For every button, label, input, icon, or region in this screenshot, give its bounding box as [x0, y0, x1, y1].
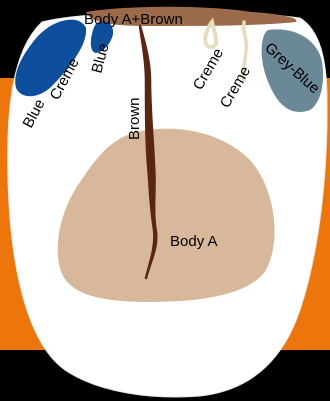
- label-brown: Brown: [126, 97, 143, 140]
- label-body-a-brown: Body A+Brown: [84, 11, 183, 28]
- label-body-a: Body A: [170, 233, 218, 250]
